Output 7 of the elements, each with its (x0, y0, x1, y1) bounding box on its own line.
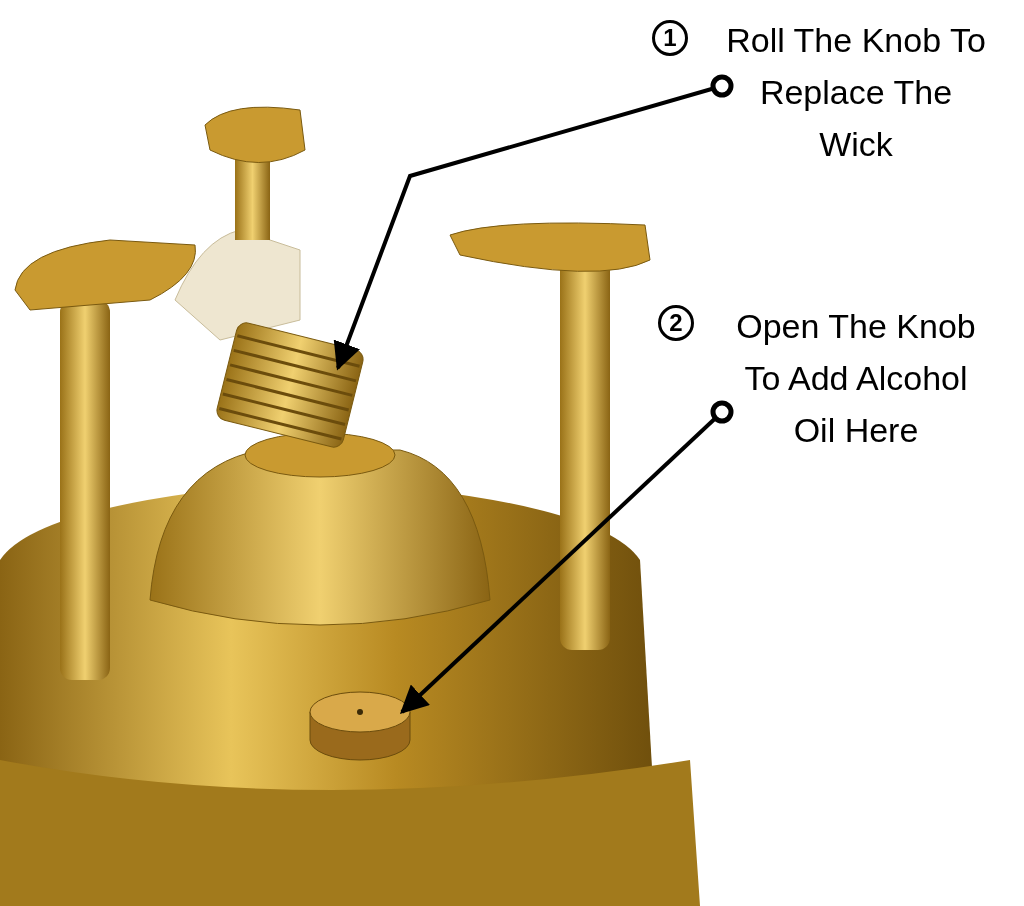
callout-number: 2 (658, 305, 694, 341)
filler-cap (309, 691, 411, 761)
leader-line (333, 74, 734, 371)
callout-text: Open The Knob To Add Alcohol Oil Here (722, 300, 990, 456)
leader-line (399, 400, 734, 714)
callout-text: Roll The Knob To Replace The Wick (722, 14, 990, 170)
callout-number: 1 (652, 20, 688, 56)
